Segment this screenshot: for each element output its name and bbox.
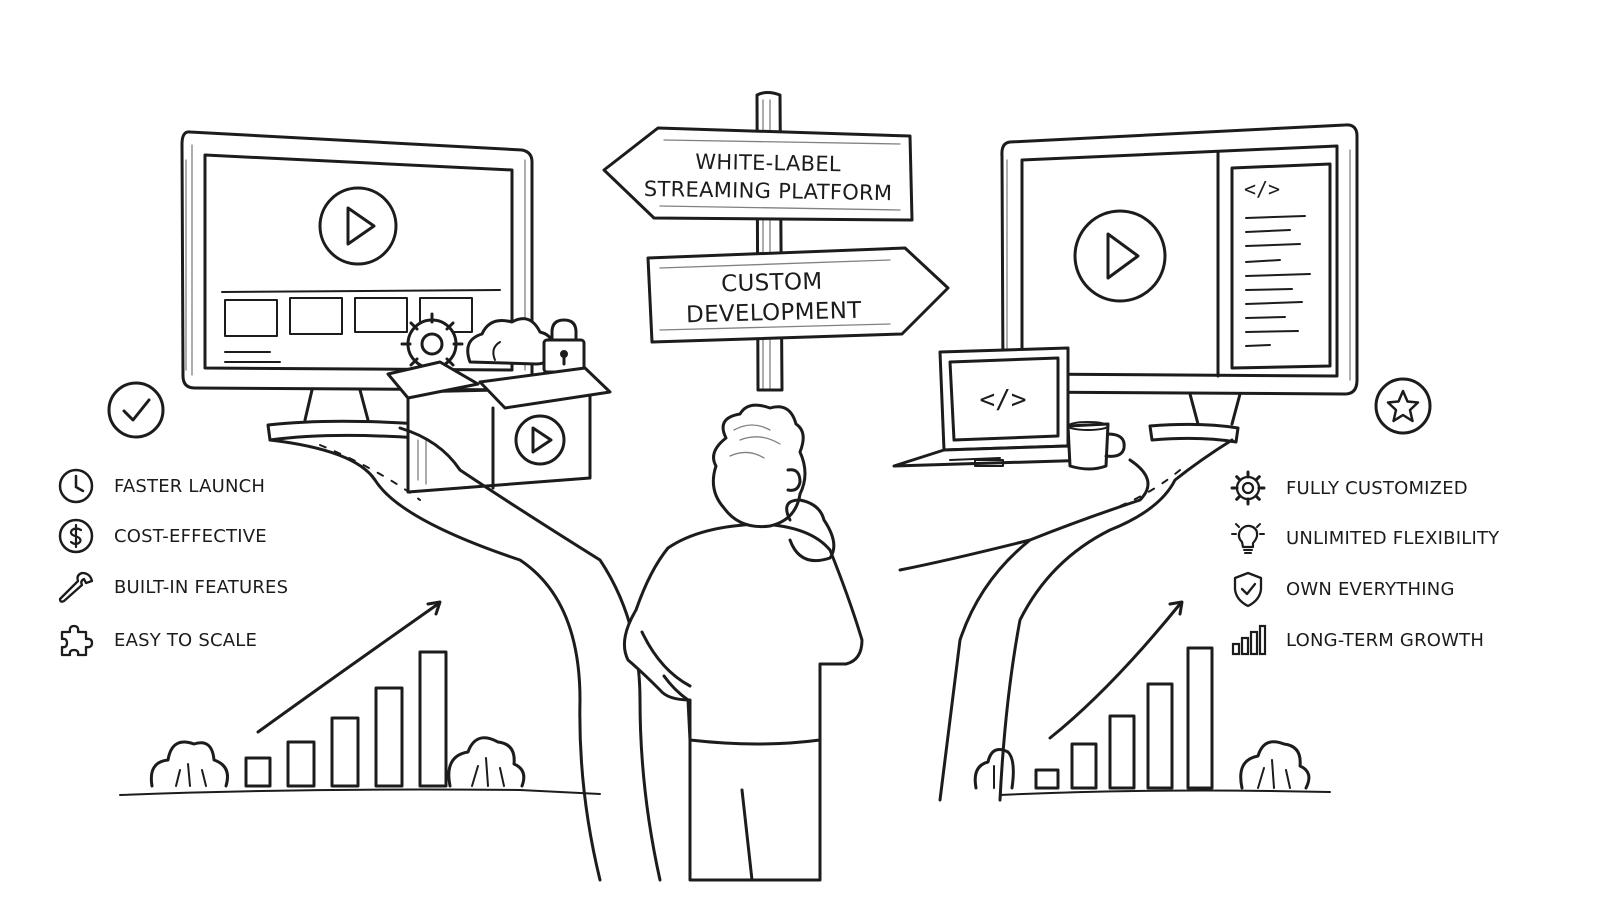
right-monitor-play-icon [1073,209,1167,303]
right-growth-chart [973,600,1311,790]
box-lock-icon [542,318,586,374]
feature-label: BUILT-IN FEATURES [114,576,289,598]
feature-label: OWN EVERYTHING [1286,578,1455,600]
feature-item: COST-EFFECTIVE [56,516,267,556]
star-icon [1374,377,1432,435]
shield-check-icon [1228,569,1268,609]
left-road [268,426,662,882]
white-label-feature-list: FASTER LAUNCH COST-EFFECTIVE BUILT-IN FE… [56,466,376,666]
laptop [892,346,1096,468]
feature-label: EASY TO SCALE [114,629,258,651]
left-monitor-play-icon [318,186,398,266]
custom-dev-feature-list: FULLY CUSTOMIZED UNLIMITED FLEXIBILITY O… [1228,468,1588,668]
feature-label: FULLY CUSTOMIZED [1286,477,1468,499]
feature-item: FASTER LAUNCH [56,466,265,506]
white-label-check-badge [106,380,166,440]
right-sign-line1: CUSTOM [721,269,823,298]
feature-label: LONG-TERM GROWTH [1286,629,1485,651]
feature-item: BUILT-IN FEATURES [56,567,288,607]
dollar-icon [56,516,96,556]
feature-item: OWN EVERYTHING [1228,569,1455,609]
coffee-mug [1066,421,1126,471]
right-arrow-sign [646,246,950,344]
box-gear-icon [400,312,464,376]
left-growth-chart [149,600,526,788]
feature-item: UNLIMITED FLEXIBILITY [1228,518,1499,558]
white-label-box [386,312,612,494]
ground-lines [119,788,1331,796]
left-arrow-sign [602,126,914,222]
custom-star-badge [1373,376,1433,436]
right-monitor [1000,123,1359,444]
feature-item: FULLY CUSTOMIZED [1228,468,1468,508]
feature-label: UNLIMITED FLEXIBILITY [1286,527,1500,549]
gear-icon [1228,468,1268,508]
feature-label: FASTER LAUNCH [114,475,266,497]
right-road [898,438,1234,802]
clock-icon [56,466,96,506]
wrench-icon [56,567,96,607]
checkmark-icon [107,381,165,439]
feature-item: LONG-TERM GROWTH [1228,620,1484,660]
bar-chart-icon [1228,620,1268,660]
thinking-person [622,403,864,882]
feature-item: EASY TO SCALE [56,620,257,660]
feature-label: COST-EFFECTIVE [114,525,267,547]
lightbulb-icon [1228,518,1268,558]
panel-code-glyph: </> [1244,177,1280,201]
signpost [602,91,950,392]
box-play-icon [514,414,566,466]
laptop-code-glyph: </> [980,385,1027,415]
puzzle-icon [56,620,96,660]
left-sign-line1: WHITE-LABEL [695,150,841,177]
right-sign-line2: DEVELOPMENT [686,298,863,329]
left-sign-line2: STREAMING PLATFORM [644,177,893,205]
